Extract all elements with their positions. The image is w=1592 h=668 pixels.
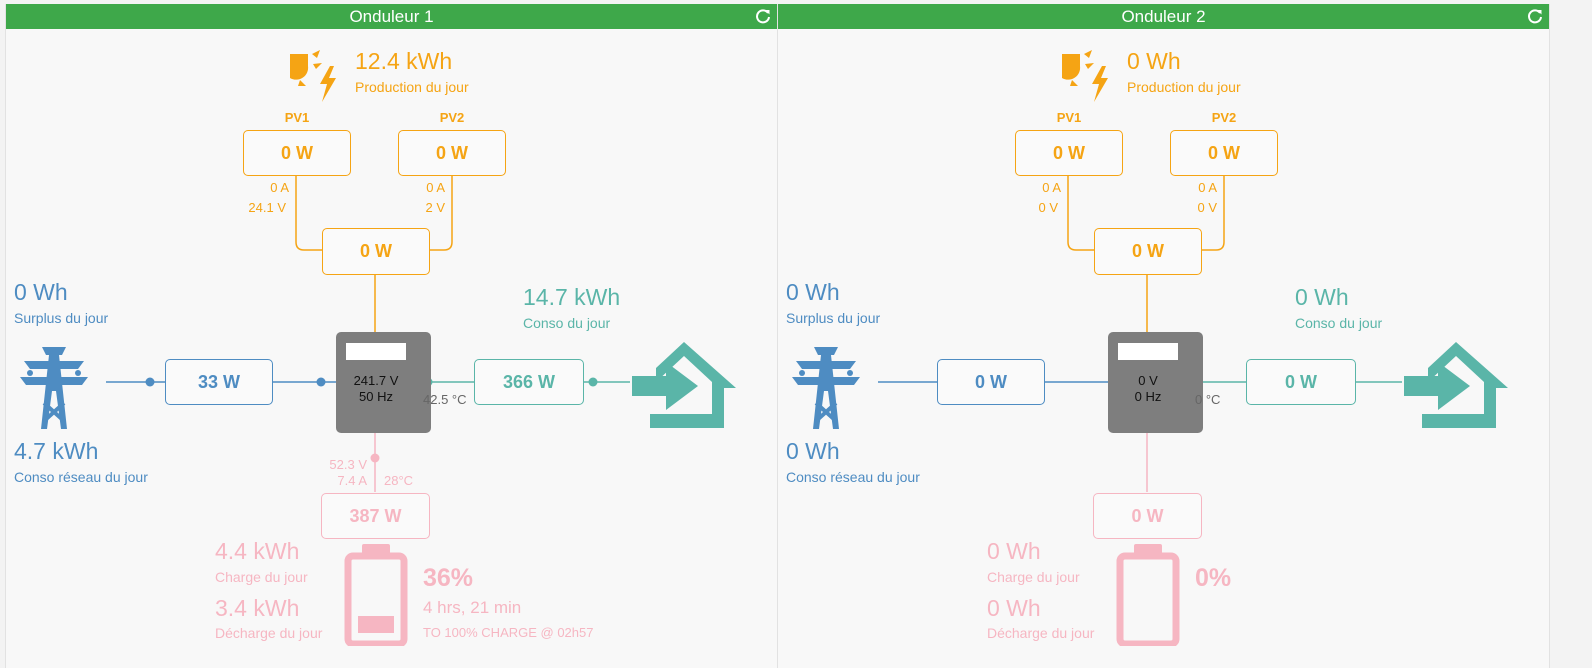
inverter-frequency: 50 Hz (359, 389, 393, 404)
power-tower-icon (20, 347, 88, 429)
pv2-label: PV2 (1211, 110, 1237, 125)
grid-conso-value: 0 Wh (786, 438, 840, 464)
inverter-temperature: 42.5 °C (423, 392, 467, 407)
grid-conso-label: Conso réseau du jour (786, 469, 920, 485)
battery-soc: 36% (423, 564, 474, 592)
battery-charge-label: Charge du jour (215, 569, 308, 585)
home-conso-label: Conso du jour (1295, 315, 1383, 331)
pv2-current: 0 A (1198, 180, 1217, 195)
inverter-voltage: 241.7 V (353, 373, 399, 388)
card-title: Onduleur 1 (349, 7, 434, 26)
home-arrow-icon (1404, 342, 1508, 428)
grid-surplus-value: 0 Wh (786, 279, 840, 305)
inverter-temperature: 0 °C (1195, 392, 1221, 407)
card-header: Onduleur 1 (6, 4, 777, 29)
home-flow-dot (588, 377, 598, 387)
pv2-power-box: 0 W (398, 130, 506, 176)
pv1-voltage: 24.1 V (248, 200, 286, 215)
pv2-current: 0 A (426, 180, 445, 195)
battery-charge-target: TO 100% CHARGE @ 02h57 (423, 625, 594, 640)
inverter-card-1: Onduleur 1 12.4 kWh Production du jour P… (5, 4, 778, 668)
battery-power-box: 0 W (1093, 493, 1202, 539)
card-title: Onduleur 2 (1121, 7, 1206, 26)
inverter-voltage: 0 V (1138, 373, 1158, 388)
home-conso-value: 14.7 kWh (523, 284, 621, 310)
grid-power-box: 0 W (937, 359, 1045, 405)
battery-temperature: 28°C (384, 473, 414, 488)
battery-flow-dot (370, 453, 380, 463)
refresh-icon[interactable] (1527, 4, 1543, 29)
grid-surplus-label: Surplus du jour (786, 310, 881, 326)
grid-power-box: 33 W (165, 359, 273, 405)
battery-icon (344, 544, 408, 646)
power-tower-icon (792, 347, 860, 429)
inverter-readout: 0 V 0 Hz (1108, 373, 1188, 405)
grid-flow-dot (316, 377, 326, 387)
battery-icon (1116, 544, 1180, 646)
card-header: Onduleur 2 (778, 4, 1549, 29)
sun-bolt-icon (290, 50, 336, 102)
inverter-device: 241.7 V 50 Hz (336, 332, 431, 433)
pv-total-box: 0 W (1094, 228, 1202, 275)
pv1-label: PV1 (284, 110, 310, 125)
pv2-label: PV2 (439, 110, 465, 125)
inverter-card-2: Onduleur 2 0 Wh Production du jour PV1 0… (777, 4, 1550, 668)
grid-surplus-value: 0 Wh (14, 279, 68, 305)
production-label: Production du jour (355, 79, 469, 95)
pv1-power-box: 0 W (243, 130, 351, 176)
battery-current: 7.4 A (337, 473, 367, 488)
pv1-current: 0 A (1042, 180, 1061, 195)
battery-voltage: 52.3 V (329, 457, 367, 472)
home-arrow-icon (632, 342, 736, 428)
inverter-frequency: 0 Hz (1134, 389, 1162, 404)
grid-conso-value: 4.7 kWh (14, 438, 99, 464)
pv2-voltage: 2 V (425, 200, 445, 215)
grid-surplus-label: Surplus du jour (14, 310, 109, 326)
production-value: 12.4 kWh (355, 48, 453, 74)
pv1-current: 0 A (270, 180, 289, 195)
battery-power-box: 387 W (321, 493, 430, 539)
grid-conso-label: Conso réseau du jour (14, 469, 148, 485)
production-label: Production du jour (1127, 79, 1241, 95)
battery-soc: 0% (1195, 564, 1232, 592)
inverter-readout: 241.7 V 50 Hz (336, 373, 416, 405)
home-power-box: 366 W (474, 359, 584, 405)
battery-charge-value: 4.4 kWh (215, 538, 300, 564)
battery-charge-label: Charge du jour (987, 569, 1080, 585)
inverter-device: 0 V 0 Hz (1108, 332, 1203, 433)
battery-discharge-value: 3.4 kWh (215, 595, 300, 621)
grid-flow-dot (145, 377, 155, 387)
home-conso-label: Conso du jour (523, 315, 611, 331)
refresh-icon[interactable] (755, 4, 771, 29)
home-conso-value: 0 Wh (1295, 284, 1349, 310)
pv1-label: PV1 (1056, 110, 1082, 125)
inverter-screen (346, 343, 406, 360)
battery-time-remaining: 4 hrs, 21 min (423, 598, 522, 617)
battery-charge-value: 0 Wh (987, 538, 1041, 564)
production-value: 0 Wh (1127, 48, 1181, 74)
pv-total-box: 0 W (322, 228, 430, 275)
battery-discharge-value: 0 Wh (987, 595, 1041, 621)
pv1-voltage: 0 V (1038, 200, 1058, 215)
home-power-box: 0 W (1246, 359, 1356, 405)
pv2-power-box: 0 W (1170, 130, 1278, 176)
pv1-power-box: 0 W (1015, 130, 1123, 176)
sun-bolt-icon (1062, 50, 1108, 102)
battery-discharge-label: Décharge du jour (215, 625, 323, 641)
inverter-screen (1118, 343, 1178, 360)
pv2-voltage: 0 V (1197, 200, 1217, 215)
battery-discharge-label: Décharge du jour (987, 625, 1095, 641)
